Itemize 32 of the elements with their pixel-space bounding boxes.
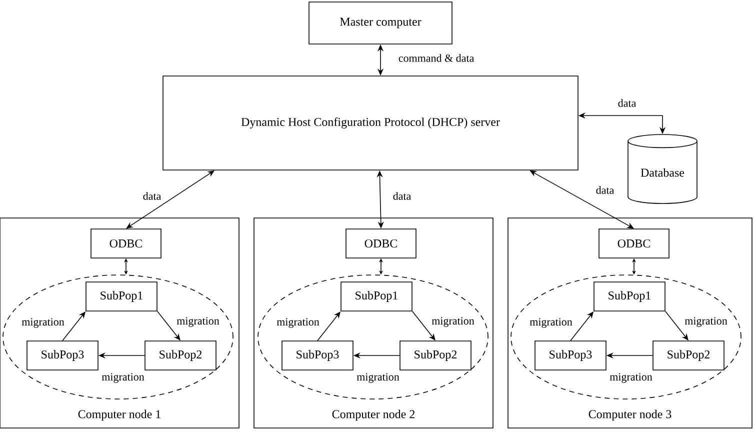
- edge-label: migration: [100, 372, 146, 384]
- process-box: SubPop2: [400, 340, 472, 370]
- process-box: SubPop1: [86, 282, 158, 312]
- process-box: Master computer: [308, 2, 452, 44]
- dashed-ellipse: [2, 274, 234, 400]
- edge-label: data: [392, 191, 412, 201]
- database-cylinder: Database: [628, 134, 698, 204]
- edge-label: migration: [430, 316, 476, 328]
- process-box: SubPop3: [282, 340, 354, 370]
- process-box: SubPop1: [340, 282, 412, 312]
- edge-label: data: [616, 98, 638, 108]
- edge-label: migration: [356, 372, 400, 384]
- dashed-ellipse: [258, 274, 488, 400]
- edge-label: migration: [684, 316, 728, 328]
- process-box: ODBC: [346, 228, 416, 258]
- edge-label: data: [142, 191, 162, 201]
- process-box: ODBC: [598, 228, 670, 258]
- process-box: SubPop2: [144, 340, 216, 370]
- edge-label: command & data: [397, 53, 476, 63]
- edge-label: migration: [528, 317, 574, 329]
- edge-label: data: [594, 185, 616, 195]
- edge-label: migration: [176, 316, 220, 328]
- process-box: SubPop1: [594, 282, 666, 312]
- edge-label: migration: [608, 372, 654, 384]
- process-box: SubPop2: [652, 340, 724, 370]
- edge-label: migration: [276, 317, 320, 329]
- process-box: SubPop3: [26, 340, 98, 370]
- dashed-ellipse: [510, 274, 742, 400]
- process-box: ODBC: [90, 228, 162, 258]
- process-box: Dynamic Host Configuration Protocol (DHCP) server: [162, 76, 578, 170]
- process-box: SubPop3: [534, 340, 606, 370]
- edge-label: migration: [20, 317, 66, 329]
